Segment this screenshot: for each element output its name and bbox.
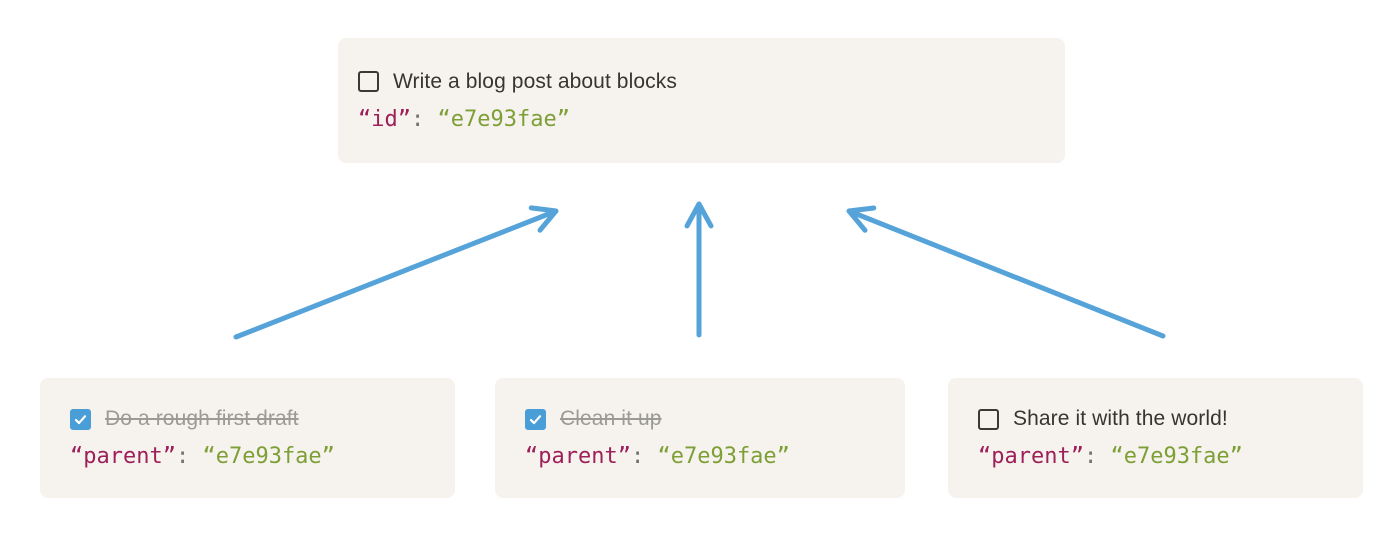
block-id-code: “id”: “e7e93fae” <box>358 107 1065 132</box>
block-parent-code: “parent”: “e7e93fae” <box>70 444 455 469</box>
code-value: “e7e93fae” <box>657 444 790 469</box>
task-row: Clean it up <box>525 407 905 431</box>
code-value: “e7e93fae” <box>1110 444 1243 469</box>
task-row: Share it with the world! <box>978 407 1363 431</box>
code-separator: : <box>175 444 203 469</box>
task-title: Share it with the world! <box>1013 407 1228 430</box>
task-checkbox[interactable] <box>978 408 999 430</box>
code-separator: : <box>630 444 658 469</box>
code-key: “id” <box>358 106 411 132</box>
code-separator: : <box>1083 444 1111 469</box>
block-parent-code: “parent”: “e7e93fae” <box>525 444 905 469</box>
code-value: “e7e93fae” <box>437 106 570 132</box>
block-parent-code: “parent”: “e7e93fae” <box>978 444 1363 469</box>
child-task-card: Do a rough first draft “parent”: “e7e93f… <box>40 378 455 498</box>
code-separator: : <box>410 106 438 132</box>
code-key: “parent” <box>70 444 176 469</box>
parent-link-arrow <box>233 205 559 340</box>
parent-link-arrow <box>846 205 1166 339</box>
task-title: Write a blog post about blocks <box>393 69 677 93</box>
check-icon <box>74 414 87 424</box>
code-key: “parent” <box>978 444 1084 469</box>
task-row: Do a rough first draft <box>70 407 455 431</box>
parent-link-arrow <box>684 201 714 338</box>
task-title: Clean it up <box>560 407 662 430</box>
task-title: Do a rough first draft <box>105 407 299 430</box>
code-value: “e7e93fae” <box>202 444 335 469</box>
task-checkbox[interactable] <box>70 408 91 430</box>
task-checkbox[interactable] <box>525 408 546 430</box>
task-row: Write a blog post about blocks <box>358 70 1065 94</box>
check-icon <box>529 414 542 424</box>
child-task-card: Clean it up “parent”: “e7e93fae” <box>495 378 905 498</box>
task-checkbox[interactable] <box>358 71 379 92</box>
parent-task-card: Write a blog post about blocks “id”: “e7… <box>338 38 1065 163</box>
child-task-card: Share it with the world! “parent”: “e7e9… <box>948 378 1363 498</box>
code-key: “parent” <box>525 444 631 469</box>
